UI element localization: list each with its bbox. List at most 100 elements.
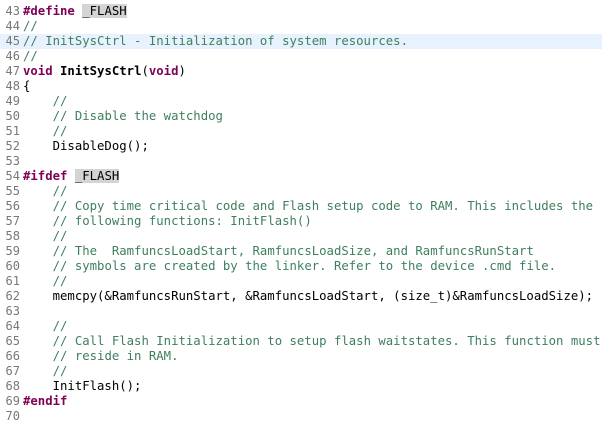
code-line[interactable]: 58 // [0,229,602,244]
code-token-kw: #ifdef [23,169,68,183]
code-token-pl [23,349,53,363]
code-token-pl [67,169,74,183]
code-token-cm: // [52,94,68,108]
code-token-cm: // [52,274,68,288]
code-token-kw: #define [23,4,75,18]
code-line[interactable]: 52 DisableDog(); [0,139,602,154]
code-text: #endif [23,394,67,409]
code-line[interactable]: 53 [0,154,602,169]
code-text: // Disable the watchdog [23,109,223,124]
code-token-pl [23,259,53,273]
code-line[interactable]: 46// [0,49,602,64]
code-text: memcpy(&RamfuncsRunStart, &RamfuncsLoadS… [23,289,593,304]
code-text: // The RamfuncsLoadStart, RamfuncsLoadSi… [23,244,534,259]
code-token-cm: // [52,184,68,198]
code-line[interactable]: 49 // [0,94,602,109]
code-line[interactable]: 61 // [0,274,602,289]
line-number: 67 [5,364,20,378]
line-number: 62 [5,289,20,303]
code-line[interactable]: 62 memcpy(&RamfuncsRunStart, &RamfuncsLo… [0,289,602,304]
line-number: 51 [5,124,20,138]
line-number: 60 [5,259,20,273]
code-text: // [23,364,68,379]
code-text: InitFlash(); [23,379,142,394]
code-token-pl [23,199,53,213]
code-token-cm: // [52,229,68,243]
code-token-kw: void [148,64,179,78]
code-text: // reside in RAM. [23,349,179,364]
code-line[interactable]: 68 InitFlash(); [0,379,602,394]
code-token-pl: DisableDog(); [23,139,149,153]
code-token-cm: // [23,19,38,33]
line-number: 44 [5,19,20,33]
code-line[interactable]: 60 // symbols are created by the linker.… [0,259,602,274]
code-line[interactable]: 65 // Call Flash Initialization to setup… [0,334,602,349]
code-line[interactable]: 69#endif [0,394,602,409]
code-line[interactable]: 63 [0,304,602,319]
code-line[interactable]: 44// [0,19,602,34]
line-number: 58 [5,229,20,243]
code-token-cm: // following functions: InitFlash() [52,214,312,228]
code-line[interactable]: 66 // reside in RAM. [0,349,602,364]
code-token-fn: InitSysCtrl [60,64,142,78]
code-text: // [23,319,68,334]
code-token-pl [23,334,53,348]
code-line[interactable]: 55 // [0,184,602,199]
code-text: // [23,94,68,109]
code-line[interactable]: 57 // following functions: InitFlash() [0,214,602,229]
code-text: // [23,49,38,64]
code-token-kw: void [23,64,53,78]
line-number: 55 [5,184,20,198]
code-token-cm: // [52,319,68,333]
code-token-macro: _FLASH [82,4,127,18]
code-text: // [23,274,68,289]
code-token-cm: // Copy time critical code and Flash set… [52,199,594,213]
code-token-cm: // Disable the watchdog [52,109,223,123]
line-number: 49 [5,94,20,108]
code-token-pl [23,229,53,243]
line-number: 56 [5,199,20,213]
code-token-pl: ) [178,64,186,78]
code-token-pl [23,274,53,288]
code-token-pl [53,64,60,78]
code-line[interactable]: 54#ifdef _FLASH [0,169,602,184]
code-line[interactable]: 43#define _FLASH [0,4,602,19]
line-number: 59 [5,244,20,258]
code-text: // symbols are created by the linker. Re… [23,259,556,274]
code-line[interactable]: 50 // Disable the watchdog [0,109,602,124]
line-number: 53 [5,154,20,168]
code-line[interactable]: 56 // Copy time critical code and Flash … [0,199,602,214]
code-token-cm: // Call Flash Initialization to setup fl… [52,334,601,348]
code-text: // [23,229,68,244]
line-number: 66 [5,349,20,363]
code-text: // Copy time critical code and Flash set… [23,199,593,214]
code-token-pl [23,244,53,258]
code-line[interactable]: 48{ [0,79,602,94]
code-line[interactable]: 59 // The RamfuncsLoadStart, RamfuncsLoa… [0,244,602,259]
code-text: // [23,184,68,199]
code-text: #define _FLASH [23,4,127,19]
line-number: 54 [5,169,20,183]
code-token-cm: // [52,364,68,378]
code-token-cm: // [52,124,68,138]
line-number: 50 [5,109,20,123]
code-line[interactable]: 45// InitSysCtrl - Initialization of sys… [0,34,602,49]
code-token-pl [23,364,53,378]
code-line[interactable]: 70 [0,409,602,424]
code-line[interactable]: 51 // [0,124,602,139]
code-token-cm: // symbols are created by the linker. Re… [52,259,557,273]
code-line[interactable]: 67 // [0,364,602,379]
line-number: 57 [5,214,20,228]
code-line[interactable]: 64 // [0,319,602,334]
code-text: // [23,124,68,139]
line-number: 47 [5,64,20,78]
code-text: DisableDog(); [23,139,149,154]
line-number: 69 [5,394,20,408]
code-text: { [23,79,30,94]
code-token-pl [23,214,53,228]
code-token-cm: // InitSysCtrl - Initialization of syste… [23,34,408,48]
line-number: 70 [5,409,20,423]
code-token-pl: InitFlash(); [23,379,142,393]
